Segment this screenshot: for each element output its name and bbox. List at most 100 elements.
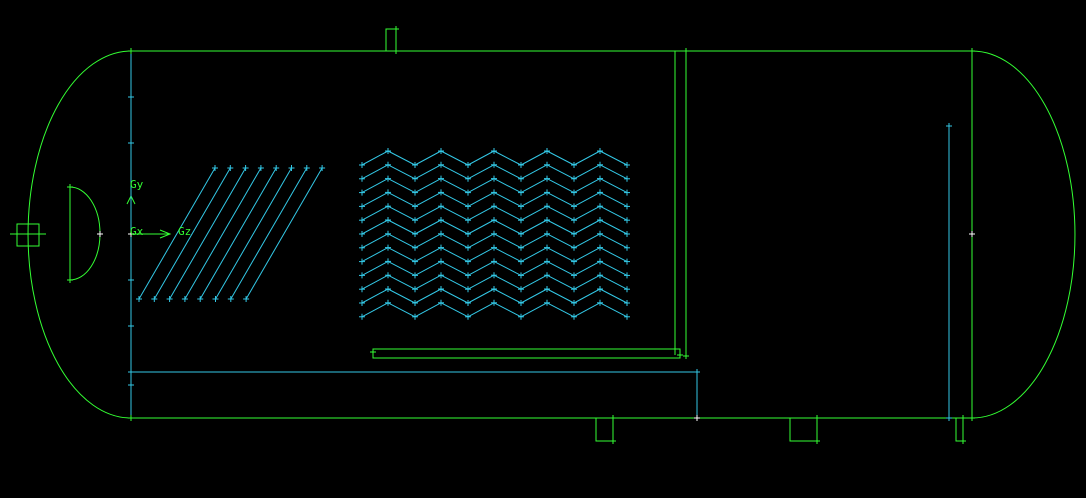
plus-marker-icon <box>683 48 689 54</box>
plus-marker-icon <box>518 272 524 279</box>
plus-marker-icon <box>624 313 630 320</box>
plus-marker-icon <box>385 175 391 182</box>
plus-marker-icon <box>319 165 326 171</box>
plus-marker-icon <box>624 258 630 265</box>
plus-marker-icon <box>128 94 134 100</box>
plus-marker-icon <box>571 272 577 279</box>
plus-marker-icon <box>518 231 524 237</box>
axis-label-gx: Gx <box>130 225 144 238</box>
plus-marker-icon <box>544 258 550 265</box>
plus-marker-icon <box>465 286 471 293</box>
plus-marker-icon <box>597 244 603 251</box>
plus-marker-icon <box>624 286 630 293</box>
plus-marker-icon <box>544 148 550 154</box>
bottom-nozzle-1 <box>595 418 614 442</box>
node-markers <box>14 26 975 444</box>
plus-marker-icon <box>597 217 603 223</box>
plus-marker-icon <box>969 415 975 421</box>
plus-marker-icon <box>438 299 444 306</box>
plus-marker-icon <box>465 258 471 265</box>
plus-marker-icon <box>166 296 173 302</box>
plus-marker-icon <box>677 352 683 358</box>
plus-marker-icon <box>412 162 418 168</box>
plus-marker-icon <box>370 349 376 355</box>
plus-marker-icon <box>544 203 550 210</box>
plus-marker-icon <box>97 231 103 237</box>
plus-marker-icon <box>946 415 952 421</box>
plus-marker-icon <box>518 286 524 293</box>
plus-marker-icon <box>491 272 497 279</box>
plus-marker-icon <box>385 272 391 279</box>
plus-marker-icon <box>571 286 577 293</box>
plus-marker-icon <box>412 189 418 196</box>
plus-marker-icon <box>128 323 134 329</box>
plus-marker-icon <box>273 165 280 171</box>
plus-marker-icon <box>624 244 630 251</box>
gz-arrow-icon <box>159 229 172 239</box>
coalescer-plate <box>184 167 262 300</box>
plus-marker-icon <box>610 438 616 444</box>
plus-marker-icon <box>624 272 630 279</box>
plus-marker-icon <box>385 161 391 168</box>
plus-marker-icon <box>385 189 391 196</box>
plus-marker-icon <box>385 299 391 306</box>
plus-marker-icon <box>438 175 444 182</box>
plus-marker-icon <box>624 203 630 210</box>
plus-marker-icon <box>385 258 391 265</box>
plus-marker-icon <box>359 217 365 224</box>
plus-marker-icon <box>412 300 418 306</box>
top-nozzle <box>385 28 397 51</box>
plus-marker-icon <box>491 161 497 168</box>
plus-marker-icon <box>359 231 365 237</box>
plus-marker-icon <box>67 277 73 283</box>
plus-marker-icon <box>694 369 700 375</box>
plus-marker-icon <box>544 161 550 168</box>
plus-marker-icon <box>128 277 134 283</box>
bottom-nozzle-3 <box>955 418 964 442</box>
plus-marker-icon <box>544 189 550 196</box>
vessel-right-head <box>971 50 1076 419</box>
plus-marker-icon <box>491 299 497 306</box>
plus-marker-icon <box>128 231 134 237</box>
plus-marker-icon <box>597 148 603 154</box>
plus-marker-icon <box>438 286 444 292</box>
plus-marker-icon <box>571 217 577 224</box>
plus-marker-icon <box>385 217 391 223</box>
plus-marker-icon <box>257 165 264 171</box>
plus-marker-icon <box>212 165 218 171</box>
coalescer-plate <box>230 167 308 300</box>
plus-marker-icon <box>412 272 418 279</box>
plus-marker-icon <box>242 165 249 171</box>
plus-marker-icon <box>571 244 577 251</box>
plus-marker-icon <box>518 244 524 251</box>
plus-marker-icon <box>465 244 471 251</box>
coalescer-plate <box>199 167 277 300</box>
plus-marker-icon <box>544 230 550 237</box>
plus-marker-icon <box>491 175 497 182</box>
coalescer-plate <box>138 167 216 300</box>
plus-marker-icon <box>412 313 418 320</box>
plus-marker-icon <box>814 438 820 444</box>
plus-marker-icon <box>491 258 497 265</box>
plus-marker-icon <box>438 244 444 251</box>
plus-marker-icon <box>544 272 550 279</box>
plus-marker-icon <box>393 48 399 54</box>
plus-marker-icon <box>491 189 497 196</box>
plus-marker-icon <box>571 300 577 306</box>
plus-marker-icon <box>571 203 577 210</box>
plus-marker-icon <box>438 189 444 196</box>
plus-marker-icon <box>518 162 524 168</box>
plus-marker-icon <box>412 286 418 293</box>
plus-marker-icon <box>465 162 471 168</box>
plus-marker-icon <box>960 438 966 444</box>
plus-marker-icon <box>969 231 975 237</box>
plus-marker-icon <box>36 231 42 237</box>
plus-marker-icon <box>359 300 365 306</box>
plus-marker-icon <box>385 230 391 237</box>
plus-marker-icon <box>359 175 365 182</box>
plus-marker-icon <box>385 148 391 154</box>
plus-marker-icon <box>303 165 310 171</box>
plus-marker-icon <box>197 296 204 302</box>
plus-marker-icon <box>438 203 444 210</box>
